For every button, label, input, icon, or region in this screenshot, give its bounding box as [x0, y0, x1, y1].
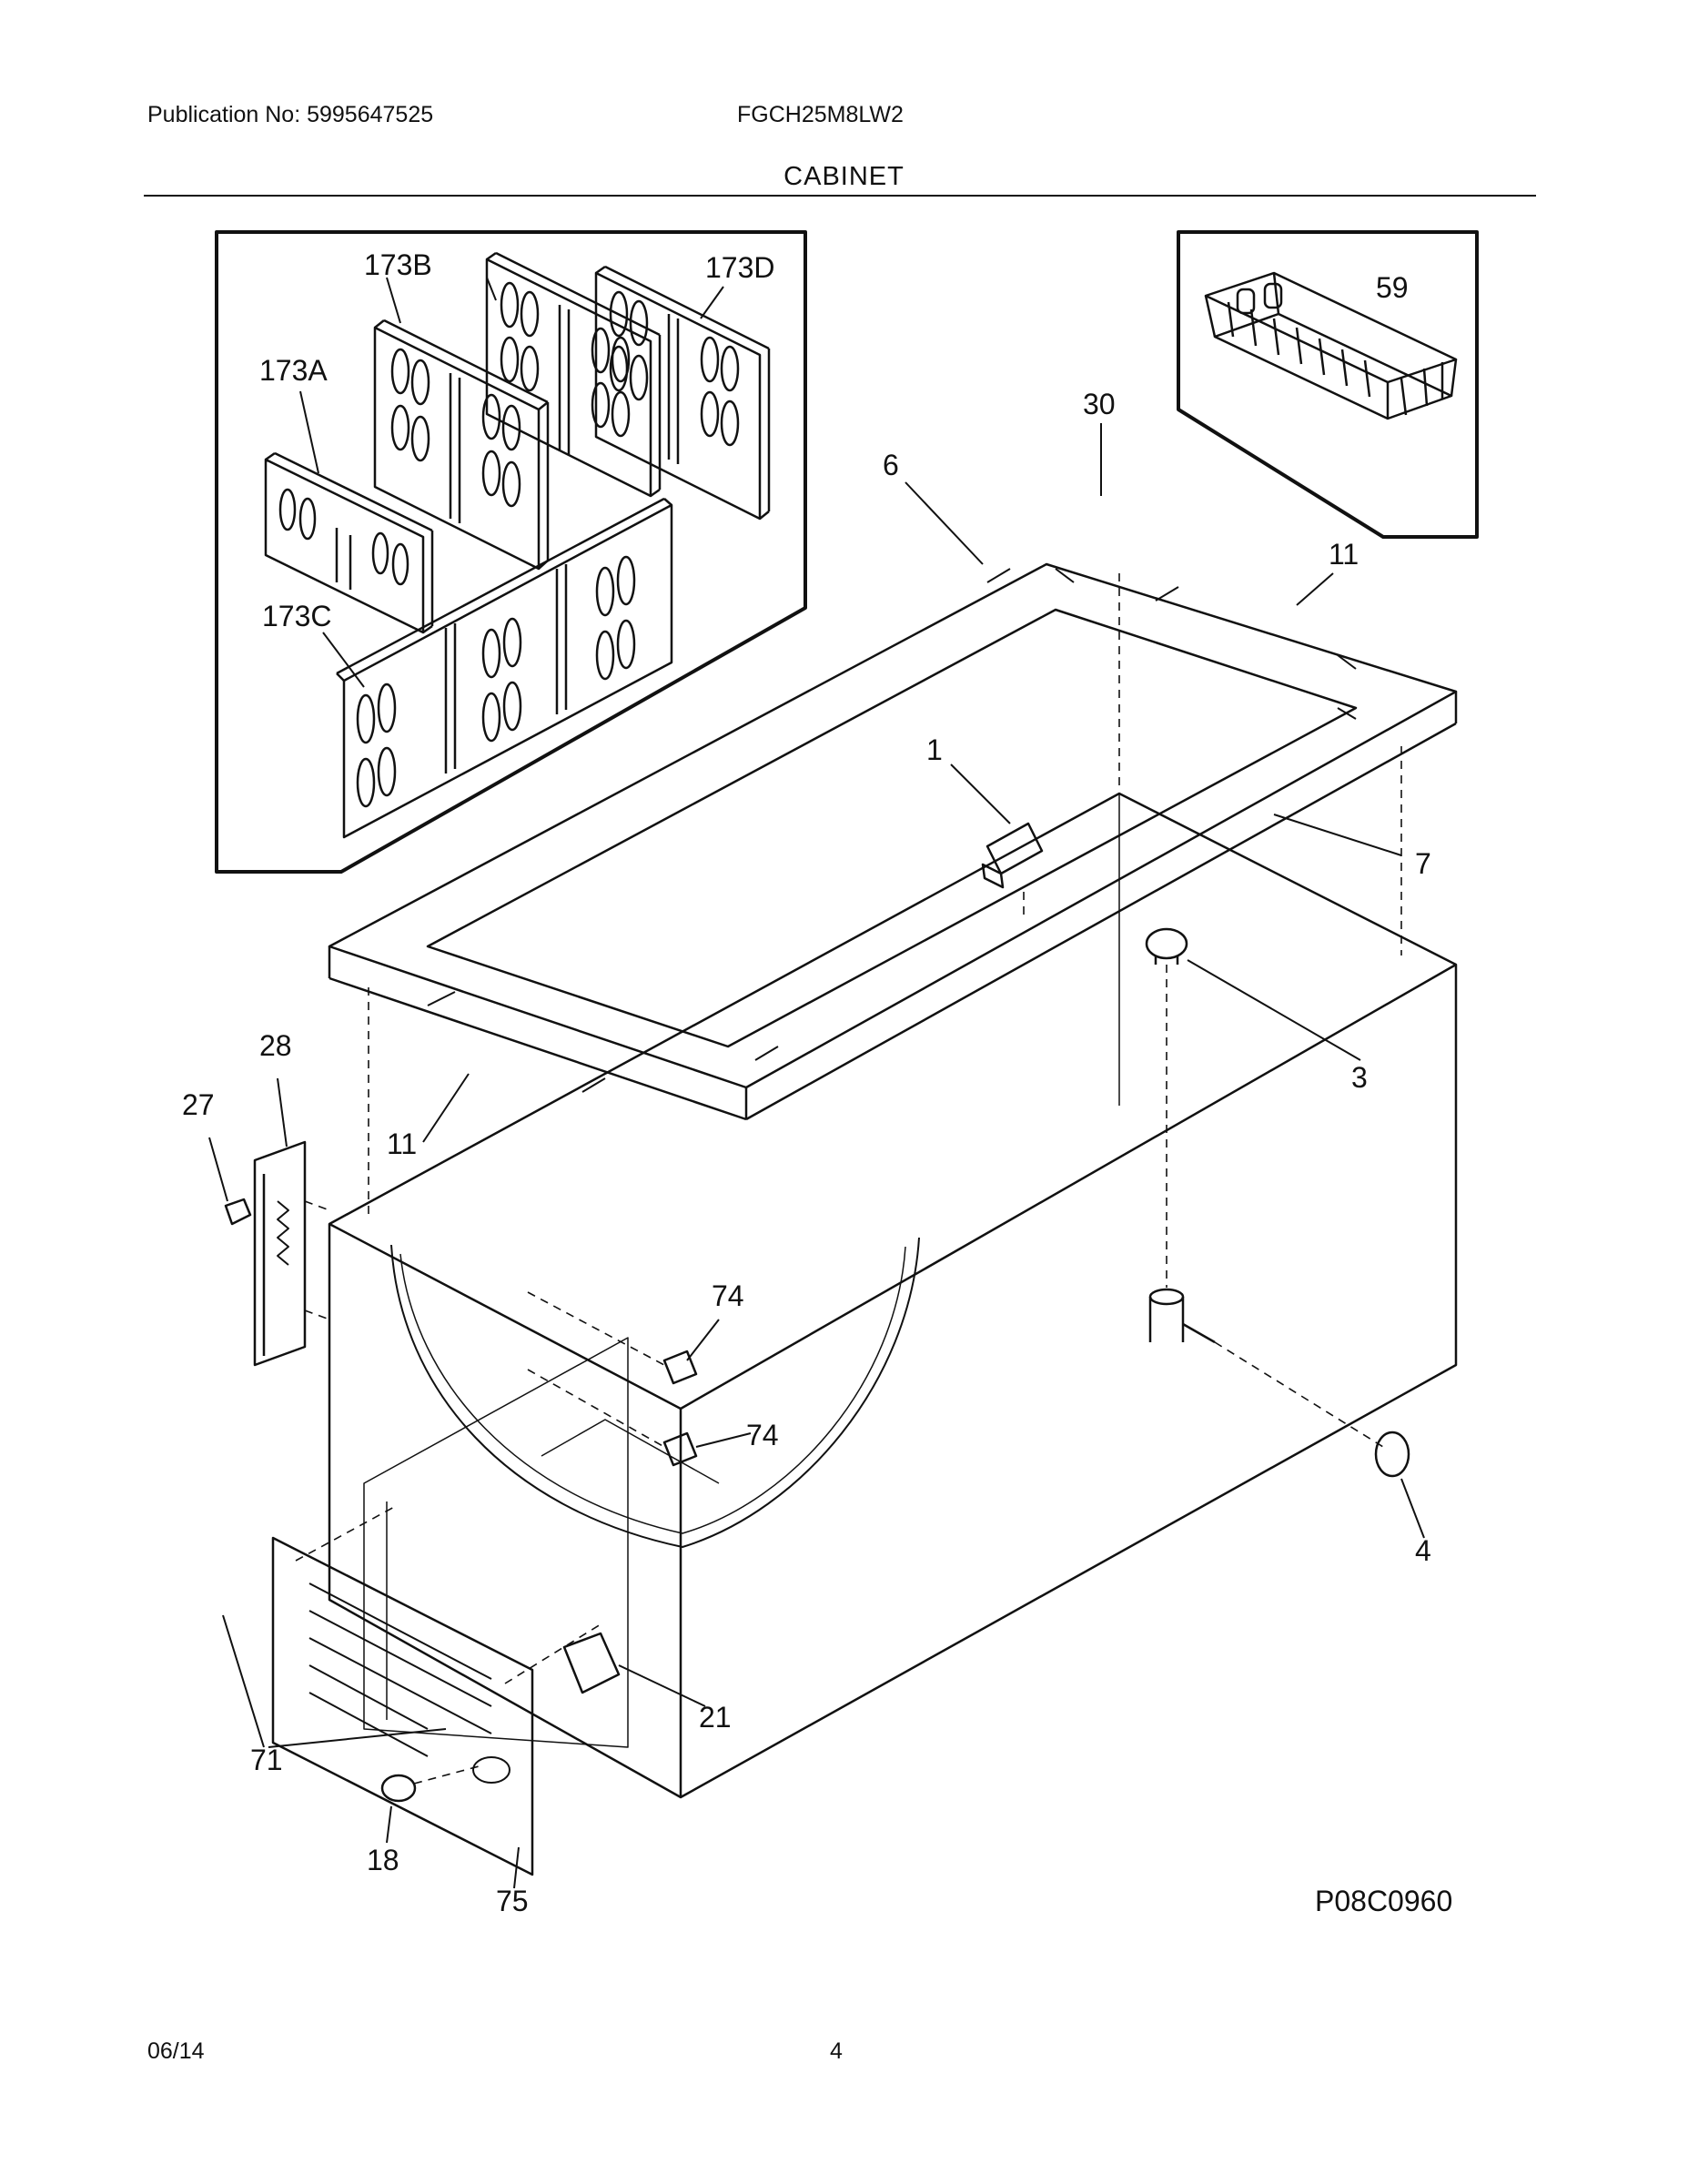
relay-21 — [562, 1632, 621, 1694]
divider-173d — [594, 265, 771, 521]
plug-3 — [1145, 927, 1188, 965]
diagram-id: P08C0960 — [1315, 1885, 1452, 1917]
footer-page-number: 4 — [830, 2038, 843, 2064]
footer-date: 06/14 — [147, 2038, 205, 2064]
callout-173d: 173D — [705, 251, 775, 284]
drain-plug-4 — [1374, 1431, 1410, 1478]
callout-27: 27 — [182, 1088, 215, 1121]
callout-11-left: 11 — [387, 1127, 417, 1160]
section-title: CABINET — [783, 162, 905, 191]
clip-74-lower — [662, 1431, 698, 1467]
divider-173b-center — [485, 251, 662, 498]
callout-7: 7 — [1415, 847, 1431, 880]
divider-173b — [373, 318, 550, 571]
callout-4: 4 — [1415, 1534, 1431, 1567]
callout-30: 30 — [1083, 388, 1116, 420]
callout-28: 28 — [259, 1029, 292, 1062]
basket-inset-box — [1177, 230, 1479, 539]
callout-75: 75 — [496, 1885, 529, 1917]
divider-inset-box — [215, 230, 807, 874]
screw-27 — [224, 1198, 252, 1226]
callout-21: 21 — [699, 1701, 732, 1734]
callout-59: 59 — [1376, 271, 1409, 304]
cabinet-body — [328, 792, 1458, 1799]
callout-18: 18 — [367, 1844, 399, 1876]
breaker-frame — [328, 562, 1458, 1121]
callout-6: 6 — [883, 449, 899, 481]
basket-59 — [1204, 271, 1458, 420]
button-18 — [380, 1774, 417, 1803]
grille-75 — [271, 1536, 534, 1876]
callout-3: 3 — [1351, 1061, 1368, 1094]
callout-173a: 173A — [259, 354, 328, 387]
handle-1 — [981, 822, 1044, 889]
callout-71: 71 — [250, 1744, 283, 1776]
header-divider — [144, 195, 1536, 197]
publication-number: Publication No: 5995647525 — [147, 102, 434, 127]
callout-173b: 173B — [364, 248, 432, 281]
callout-173c: 173C — [262, 600, 332, 632]
callout-11-top: 11 — [1329, 538, 1359, 571]
divider-173a — [264, 451, 434, 634]
hinge-28 — [253, 1140, 307, 1367]
cabinet-exploded-diagram: 173B 173D 173A 173C 59 30 6 11 1 7 3 28 … — [182, 230, 1479, 1917]
divider-173c — [336, 497, 673, 839]
alignment-lines — [295, 573, 1402, 1785]
callout-74-lower: 74 — [746, 1419, 779, 1451]
model-number: FGCH25M8LW2 — [737, 102, 904, 127]
callout-74-upper: 74 — [712, 1279, 744, 1312]
callout-labels: 173B 173D 173A 173C 59 30 6 11 1 7 3 28 … — [182, 248, 1452, 1917]
clip-74-upper — [662, 1350, 698, 1385]
leader-lines — [208, 277, 1425, 1889]
drain-tube — [1148, 1288, 1216, 1344]
callout-1: 1 — [926, 733, 943, 766]
